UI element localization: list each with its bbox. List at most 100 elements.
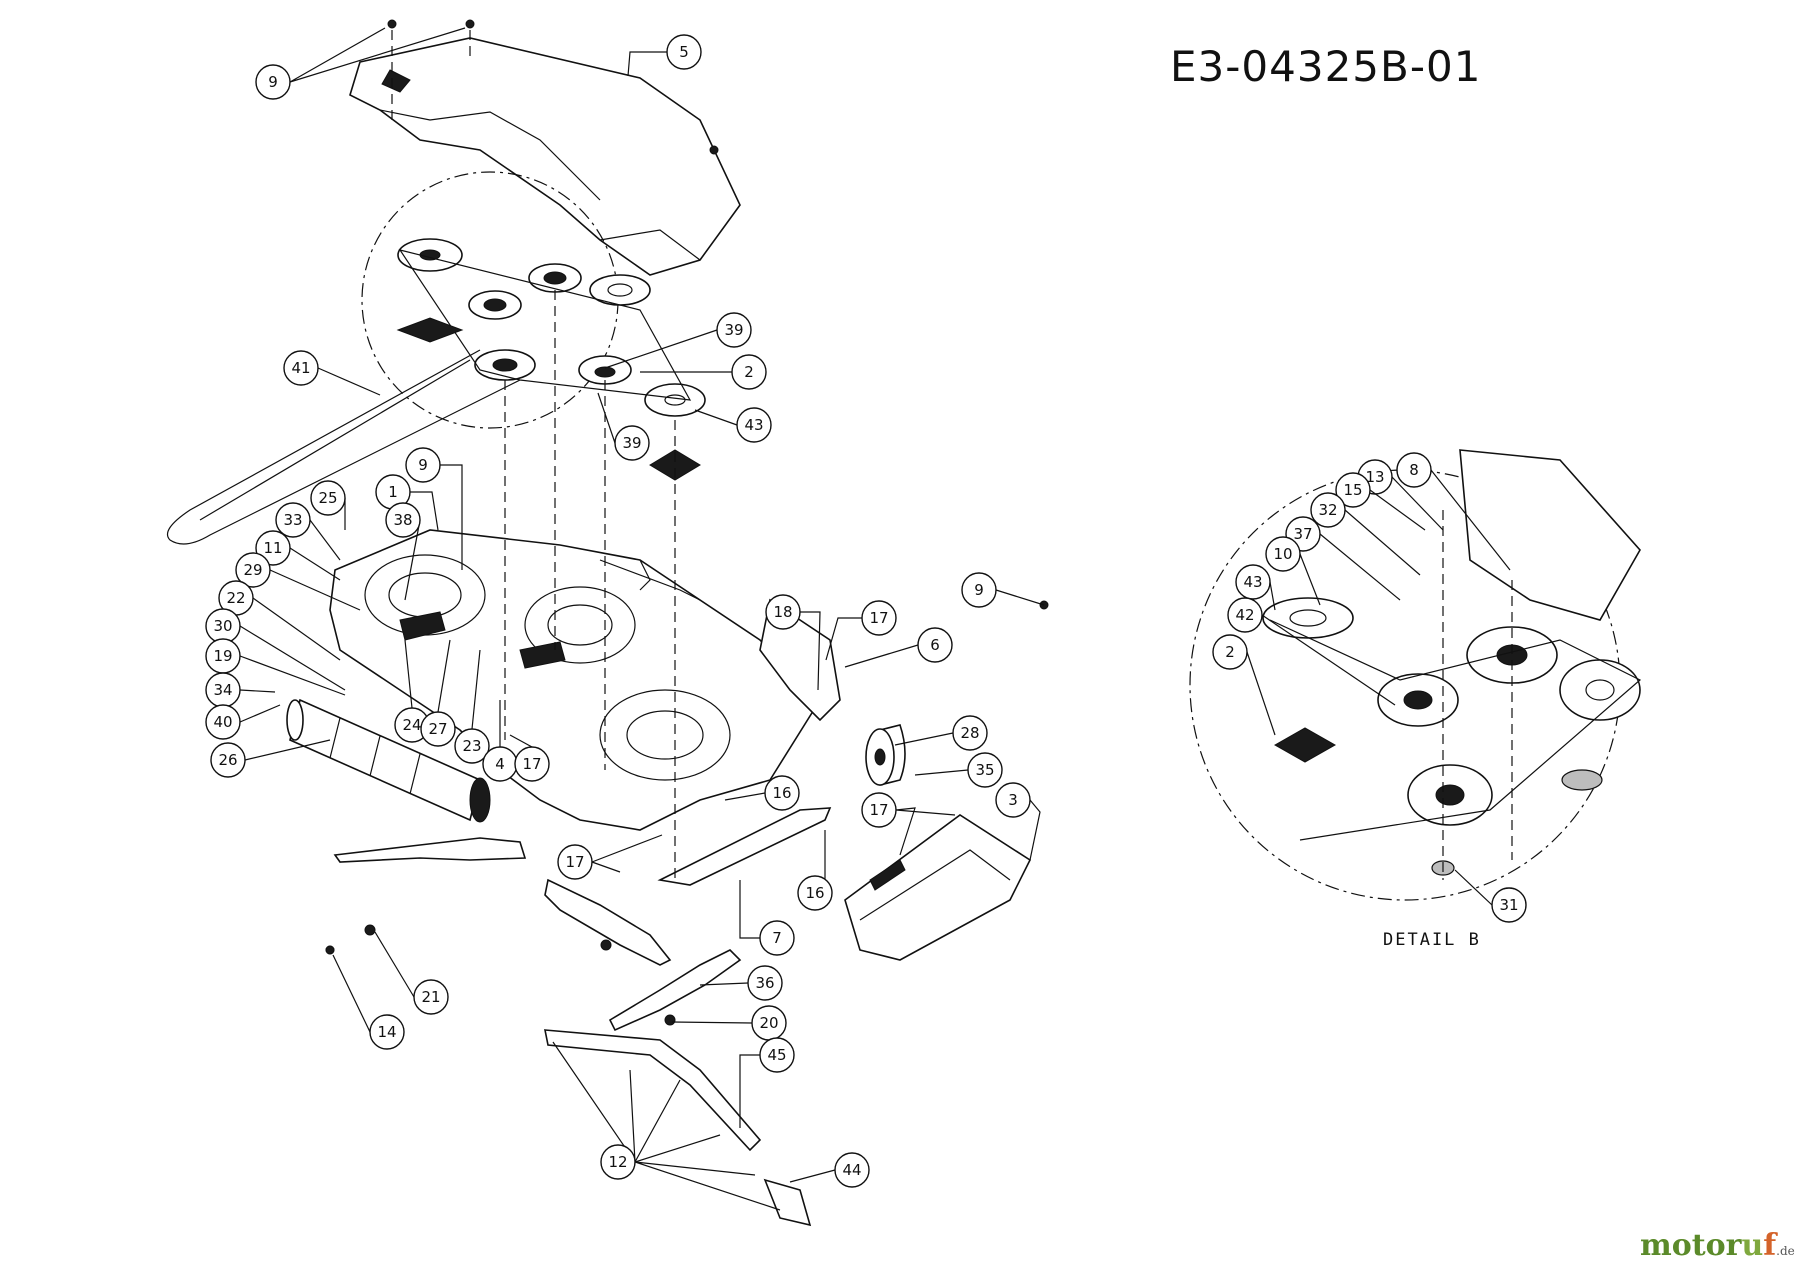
svg-text:23: 23: [462, 737, 481, 755]
svg-text:16: 16: [805, 884, 824, 902]
callout: 41: [283, 350, 381, 396]
svg-text:38: 38: [393, 511, 412, 529]
callout: 16: [797, 830, 833, 911]
svg-text:42: 42: [1235, 606, 1254, 624]
svg-text:20: 20: [759, 1014, 778, 1032]
pulley-assembly: [396, 238, 706, 481]
svg-text:10: 10: [1273, 545, 1292, 563]
detail-b-caption: DETAIL B: [1383, 930, 1481, 950]
detail-b-pulleys: [1262, 449, 1642, 876]
callout: 25: [310, 480, 346, 530]
callout: 12: [552, 1041, 781, 1211]
svg-text:39: 39: [724, 321, 743, 339]
svg-text:37: 37: [1293, 525, 1312, 543]
callout: 17: [825, 600, 897, 661]
callout: 26: [210, 739, 331, 778]
svg-text:44: 44: [842, 1161, 861, 1179]
callout: 9: [961, 572, 1045, 608]
svg-text:3: 3: [1008, 791, 1018, 809]
svg-text:9: 9: [418, 456, 428, 474]
callout: 11: [255, 530, 341, 581]
svg-text:24: 24: [402, 716, 421, 734]
svg-text:26: 26: [218, 751, 237, 769]
svg-text:39: 39: [622, 434, 641, 452]
svg-text:36: 36: [755, 974, 774, 992]
deck-side-bracket: [759, 598, 841, 722]
callout: 23: [454, 649, 490, 764]
callout: 9: [405, 447, 463, 570]
callout: 8: [1396, 452, 1511, 571]
svg-text:6: 6: [930, 636, 940, 654]
svg-text:17: 17: [869, 609, 888, 627]
callout: 40: [205, 704, 281, 740]
svg-text:25: 25: [318, 489, 337, 507]
gauge-wheel: [865, 724, 906, 786]
callout: 32: [1310, 492, 1421, 576]
discharge-chute: [844, 814, 1032, 961]
svg-text:40: 40: [213, 713, 232, 731]
assembly-axes: [391, 30, 1513, 880]
svg-text:4: 4: [495, 755, 505, 773]
svg-text:11: 11: [263, 539, 282, 557]
callout: 38: [385, 502, 421, 601]
callout: 20: [671, 1005, 787, 1041]
svg-text:12: 12: [608, 1153, 627, 1171]
callout: 2: [1212, 634, 1276, 736]
callout: 17: [861, 792, 956, 856]
svg-text:21: 21: [421, 988, 440, 1006]
svg-text:8: 8: [1409, 461, 1419, 479]
deflector-plate: [763, 1178, 812, 1227]
blade-center: [544, 878, 672, 966]
callout: 43: [694, 407, 772, 443]
front-deflector: [544, 1029, 762, 1152]
blade-left: [333, 837, 527, 863]
svg-text:43: 43: [1243, 573, 1262, 591]
callout: 6: [844, 627, 953, 668]
callout: 31: [1454, 869, 1527, 923]
callout: 28: [894, 715, 988, 751]
mower-deck: [329, 529, 822, 831]
callout: 33: [275, 502, 341, 561]
callout: 16: [724, 775, 800, 811]
belt-cover: [349, 37, 741, 276]
callout: 24: [394, 639, 430, 743]
callout: 42: [1227, 597, 1396, 706]
callout: 36: [699, 965, 783, 1001]
callout: 17: [509, 734, 550, 782]
svg-text:9: 9: [268, 73, 278, 91]
callout: 39: [597, 392, 650, 461]
svg-text:18: 18: [773, 603, 792, 621]
svg-text:7: 7: [772, 929, 782, 947]
callout: 19: [205, 638, 346, 696]
svg-text:14: 14: [377, 1023, 396, 1041]
svg-text:28: 28: [960, 724, 979, 742]
watermark-logo: motoruf.de: [1640, 1228, 1795, 1263]
svg-text:35: 35: [975, 761, 994, 779]
svg-text:2: 2: [1225, 643, 1235, 661]
svg-text:19: 19: [213, 647, 232, 665]
svg-text:2: 2: [744, 363, 754, 381]
callout: 45: [739, 1037, 795, 1128]
callout: 22: [218, 580, 341, 661]
hardware-bolts: [325, 19, 1049, 1026]
callout: 18: [765, 594, 821, 691]
callout: 3: [995, 782, 1041, 861]
callout: 27: [420, 639, 456, 747]
svg-text:1: 1: [388, 483, 398, 501]
svg-text:15: 15: [1343, 481, 1362, 499]
svg-text:33: 33: [283, 511, 302, 529]
callout: 29: [235, 552, 361, 611]
svg-text:30: 30: [213, 617, 232, 635]
callout: 9: [255, 27, 466, 100]
callout: 7: [739, 880, 795, 956]
svg-text:22: 22: [226, 589, 245, 607]
deck-roller: [286, 698, 491, 823]
svg-text:27: 27: [428, 720, 447, 738]
svg-text:32: 32: [1318, 501, 1337, 519]
svg-text:17: 17: [565, 853, 584, 871]
callout: 35: [914, 752, 1003, 788]
callout: 2: [640, 354, 767, 390]
svg-text:13: 13: [1365, 468, 1384, 486]
callout: 44: [789, 1152, 870, 1188]
